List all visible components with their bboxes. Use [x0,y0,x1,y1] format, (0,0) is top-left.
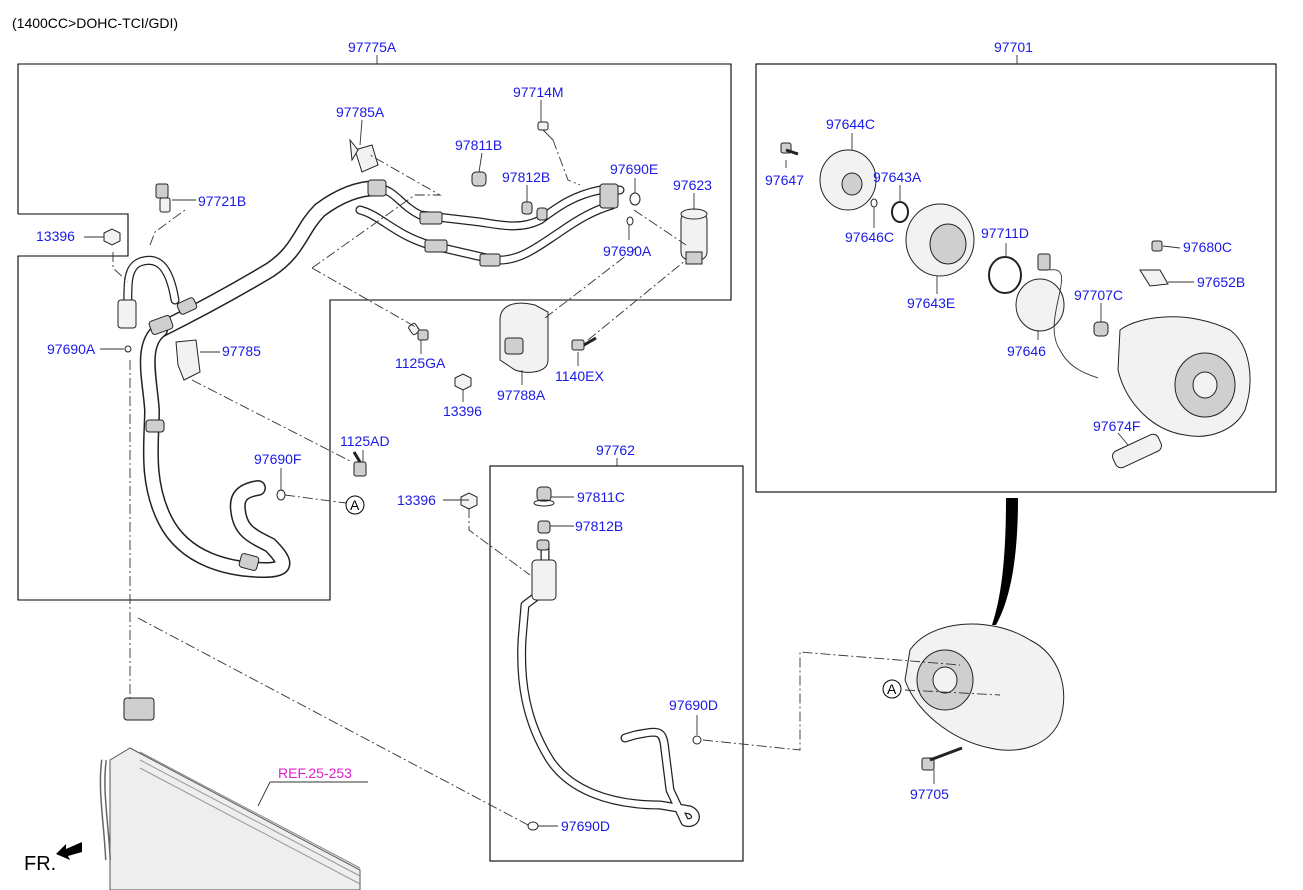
part-label-97690a-top[interactable]: 97690A [603,243,652,259]
svg-text:A: A [350,497,360,513]
damper-97788a-shape [499,302,549,373]
part-label-13396-left[interactable]: 13396 [36,228,75,244]
hub-97644c-shape [819,149,877,211]
svg-text:A: A [887,681,897,697]
part-label-97721b[interactable]: 97721B [198,193,246,209]
group-97701-box [755,55,1277,493]
oring-97690d-low-shape [527,821,539,831]
pulley-97643e-shape [905,203,975,277]
front-arrow-icon [56,842,82,860]
bracket-97652b-shape [1139,269,1169,287]
sensor-97721b-shape [155,183,171,213]
part-label-13396-mid[interactable]: 13396 [443,403,482,419]
bolt-97647-shape [780,142,799,156]
valve-97674f-shape [1112,433,1162,469]
group-label-97775a[interactable]: 97775A [348,39,397,55]
part-label-97652b[interactable]: 97652B [1197,274,1245,290]
part-label-97711d[interactable]: 97711D [981,225,1029,241]
part-label-97690e[interactable]: 97690E [610,161,658,177]
valve-97812b-low-shape [537,520,551,534]
oring-97690a-left-shape [124,345,132,353]
group-97762-box [489,458,744,862]
suction-hose-assembly [117,179,625,578]
snap-97646c-shape [870,198,878,208]
part-label-97812b-low[interactable]: 97812B [575,518,623,534]
part-label-97643a[interactable]: 97643A [873,169,922,185]
part-label-97646[interactable]: 97646 [1007,343,1046,359]
part-label-97812b-top[interactable]: 97812B [502,169,550,185]
bracket-97785-shape [175,339,201,381]
part-label-97647[interactable]: 97647 [765,172,804,188]
cap-97811c-shape [533,486,555,507]
bracket-97785a-shape [349,138,379,173]
bolt-1125ad-shape [352,451,367,477]
compressor-assembled-shape [904,623,1065,751]
part-label-97811b[interactable]: 97811B [455,137,502,153]
oring-97690e-shape [626,192,641,226]
part-label-97674f[interactable]: 97674F [1093,418,1140,434]
part-label-97690f[interactable]: 97690F [254,451,301,467]
part-label-97646c[interactable]: 97646C [845,229,894,245]
condenser-shape [99,697,361,890]
part-label-97680c[interactable]: 97680C [1183,239,1232,255]
part-label-97690d-right[interactable]: 97690D [669,697,718,713]
part-label-97644c[interactable]: 97644C [826,116,875,132]
cap-97707c-shape [1093,321,1109,337]
coil-97646-shape [1015,253,1099,379]
part-label-97690a-left[interactable]: 97690A [47,341,96,357]
bolt-97714m-shape [537,121,554,141]
marker-a-left[interactable]: A [345,495,365,515]
leader-lines [84,100,1194,827]
nut-13396-low-shape [460,492,478,510]
cap-97811b-shape [471,171,487,187]
part-label-1125ad[interactable]: 1125AD [340,433,390,449]
nut-13396-mid-shape [454,373,472,391]
shim-97643a-shape [891,201,909,223]
part-label-97643e[interactable]: 97643E [907,295,955,311]
oring-97690d-right-shape [692,735,702,745]
valve-97812b-shape [521,201,548,221]
bolt-97680c-shape [1151,240,1163,252]
group-97775a-box [17,55,732,601]
marker-a-right[interactable]: A [882,679,902,699]
bolt-1125ga-shape [408,322,429,341]
part-label-1125ga[interactable]: 1125GA [395,355,446,371]
discharge-pipe-assembly [517,539,700,827]
part-label-97690d-low[interactable]: 97690D [561,818,610,834]
group-label-97762[interactable]: 97762 [596,442,635,458]
assembly-pointer [992,498,1018,625]
nut-13396-left-shape [103,228,121,246]
ring-97711d-shape [988,256,1022,294]
receiver-97623-shape [680,208,708,265]
part-label-97623[interactable]: 97623 [673,177,712,193]
bolt-1140ex-shape [571,336,597,351]
oring-97690f-shape [276,489,286,501]
part-label-97714m[interactable]: 97714M [513,84,564,100]
part-label-97785[interactable]: 97785 [222,343,261,359]
bolt-97705-shape [921,746,963,771]
front-direction-label: FR. [24,853,56,875]
ref-link-25-253[interactable]: REF.25-253 [278,765,352,781]
compressor-exploded-shape [1117,316,1251,437]
reference-lines [112,139,1001,827]
engine-spec-header: (1400CC>DOHC-TCI/GDI) [12,15,178,31]
part-label-13396-low[interactable]: 13396 [397,492,436,508]
part-label-97707c[interactable]: 97707C [1074,287,1123,303]
part-label-1140ex[interactable]: 1140EX [555,368,604,384]
part-label-97705[interactable]: 97705 [910,786,949,802]
group-label-97701[interactable]: 97701 [994,39,1033,55]
part-label-97811c[interactable]: 97811C [577,489,625,505]
part-label-97785a[interactable]: 97785A [336,104,385,120]
part-label-97788a[interactable]: 97788A [497,387,546,403]
